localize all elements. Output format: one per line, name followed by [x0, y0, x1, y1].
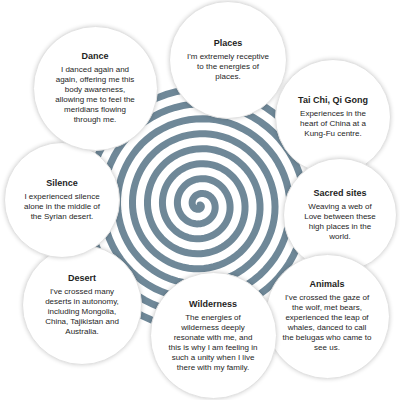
topic-heading: Wilderness	[167, 299, 259, 310]
circle-content: Tai Chi, Qi GongExperiences in the heart…	[291, 95, 375, 139]
circle-content: PlacesI'm extremely receptive to the ene…	[185, 38, 271, 82]
topic-circle: PlacesI'm extremely receptive to the ene…	[169, 1, 287, 119]
circle-content: Silence I experienced silence alone in th…	[20, 178, 104, 222]
topic-heading: Tai Chi, Qi Gong	[291, 95, 375, 106]
topic-body: Experiences in the heart of China at a K…	[291, 109, 375, 139]
circle-content: Sacred sitesWeaving a web of Love betwee…	[299, 188, 381, 242]
topic-body: I danced again and again, offering me th…	[50, 65, 140, 125]
topic-body: Weaving a web of Love between these high…	[299, 202, 381, 242]
topic-heading: Desert	[38, 273, 126, 284]
circle-content: AnimalsI've crossed the gaze of the wolf…	[282, 279, 372, 353]
topic-heading: Animals	[282, 279, 372, 290]
topic-circle: AnimalsI've crossed the gaze of the wolf…	[265, 254, 390, 379]
topic-circle: Silence I experienced silence alone in th…	[4, 142, 120, 258]
circle-content: DesertI've crossed many deserts in auton…	[38, 273, 126, 337]
topic-body: I've crossed the gaze of the wolf, met b…	[282, 293, 372, 353]
topic-heading: Sacred sites	[299, 188, 381, 199]
circle-content: Dance I danced again and again, offering …	[50, 51, 140, 125]
topic-heading: Silence	[20, 178, 104, 189]
topic-circle: Dance I danced again and again, offering …	[33, 26, 158, 151]
topic-heading: Dance	[50, 51, 140, 62]
topic-body: I've crossed many deserts in autonomy, i…	[38, 287, 126, 337]
topic-heading: Places	[185, 38, 271, 49]
topic-circle: WildernessThe energies of wilderness dee…	[150, 272, 277, 399]
topic-circle: DesertI've crossed many deserts in auton…	[22, 245, 142, 365]
circle-content: WildernessThe energies of wilderness dee…	[167, 299, 259, 373]
topic-body: The energies of wilderness deeply resona…	[167, 313, 259, 373]
topic-body: I'm extremely receptive to the energies …	[185, 52, 271, 82]
topic-body: I experienced silence alone in the middl…	[20, 192, 104, 222]
